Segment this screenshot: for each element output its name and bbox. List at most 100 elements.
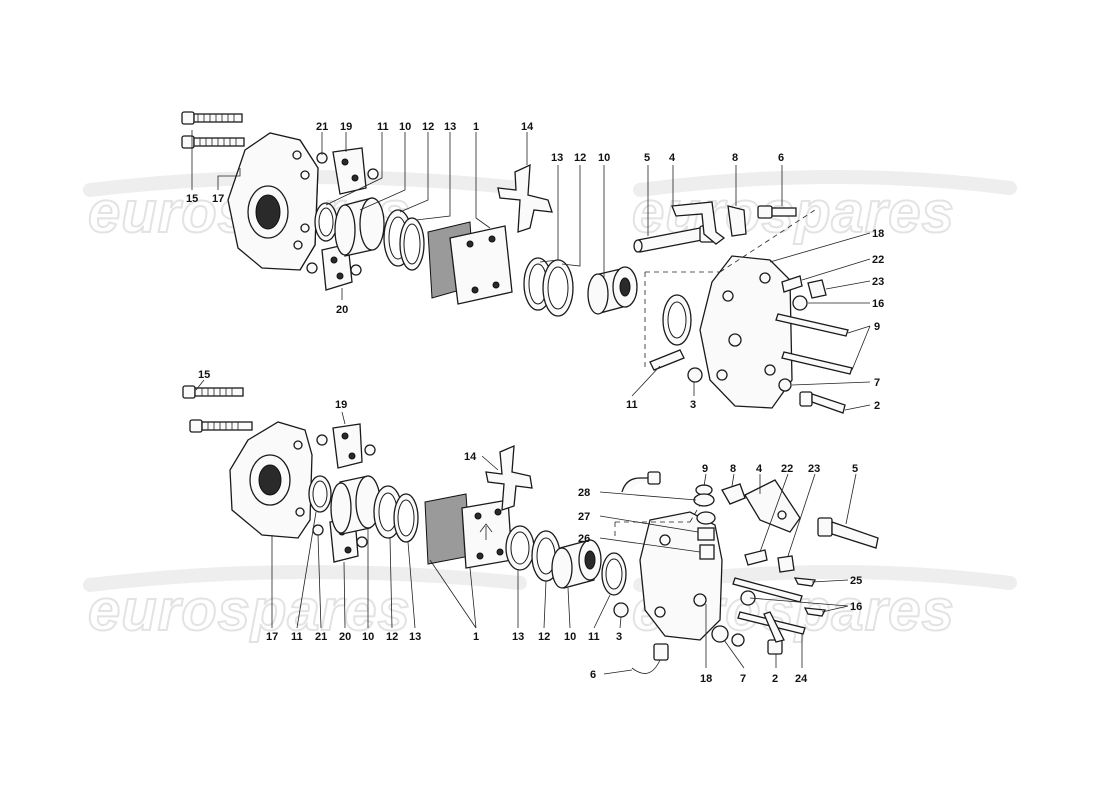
callout-t-17: 17 xyxy=(212,193,224,205)
callout-b-24: 24 xyxy=(795,673,808,685)
callout-t-16: 16 xyxy=(872,298,884,310)
callout-b-23: 23 xyxy=(808,463,820,475)
callout-t-21: 21 xyxy=(316,121,328,133)
callout-b-15: 15 xyxy=(198,369,210,381)
callout-b-2: 2 xyxy=(772,673,778,685)
piston-10-top-right xyxy=(587,266,638,315)
callout-b-27: 27 xyxy=(578,511,590,523)
nut-bottom xyxy=(740,590,756,606)
bolt-15-bottom xyxy=(182,385,253,433)
clip-16-bottom xyxy=(803,607,827,617)
caliper-half-17-bottom xyxy=(229,421,313,539)
washer-7-bottom xyxy=(711,625,745,647)
callout-b-26: 26 xyxy=(578,533,590,545)
callout-b-12b: 12 xyxy=(538,631,550,643)
callout-b-28: 28 xyxy=(578,487,590,499)
top-assembly xyxy=(181,111,853,414)
callout-t-11b: 11 xyxy=(626,399,638,411)
callout-b-22: 22 xyxy=(781,463,793,475)
callout-t-11a: 11 xyxy=(377,121,389,133)
callout-t-10a: 10 xyxy=(399,121,411,133)
callout-b-20: 20 xyxy=(339,631,351,643)
callout-b-11a: 11 xyxy=(291,631,303,643)
caliper-half-18-bottom xyxy=(639,511,723,641)
callout-b-18: 18 xyxy=(700,673,712,685)
brake-pipe-6-bottom xyxy=(631,643,669,674)
callout-t-10b: 10 xyxy=(598,152,610,164)
callout-t-3: 3 xyxy=(690,399,696,411)
retainer-13-bottom-left xyxy=(393,493,419,543)
callout-b-10a: 10 xyxy=(362,631,374,643)
callout-t-5: 5 xyxy=(644,152,650,164)
callout-t-9: 9 xyxy=(874,321,880,333)
cap-23-top xyxy=(807,279,827,299)
caliper-half-18-top xyxy=(699,255,793,409)
callout-b-8: 8 xyxy=(730,463,736,475)
callout-t-14: 14 xyxy=(521,121,534,133)
piston-10-bottom-right xyxy=(551,539,602,589)
bolt-15-top xyxy=(181,111,245,149)
callout-t-12a: 12 xyxy=(422,121,434,133)
watermark-bottom-left: eurospares xyxy=(88,578,411,643)
seal-ring-11-bottom-right xyxy=(601,552,627,596)
retaining-spring-14-bottom xyxy=(485,444,533,511)
assembly-guide-bottom xyxy=(614,504,701,540)
bottom-assembly xyxy=(182,385,879,674)
clip-8-bottom xyxy=(721,483,746,505)
washer-3-top xyxy=(687,367,703,383)
washer-7-top xyxy=(778,378,792,392)
callout-t-18: 18 xyxy=(872,228,884,240)
callout-b-6: 6 xyxy=(590,669,596,681)
bolt-6-top xyxy=(757,205,797,219)
callout-t-20: 20 xyxy=(336,304,348,316)
piston-10-top-left xyxy=(334,197,385,257)
cap-23-bottom xyxy=(777,555,795,573)
nut-16-top xyxy=(792,295,808,311)
nipple-22-bottom xyxy=(744,549,768,566)
pin-5-bottom xyxy=(817,517,879,549)
callout-b-9: 9 xyxy=(702,463,708,475)
callout-b-17: 17 xyxy=(266,631,278,643)
callout-b-3: 3 xyxy=(616,631,622,643)
callout-b-14: 14 xyxy=(464,451,477,463)
washer-3-bottom xyxy=(613,602,629,618)
callout-b-19: 19 xyxy=(335,399,347,411)
bolt-2-bottom xyxy=(763,611,785,655)
callout-b-4: 4 xyxy=(756,463,763,475)
callout-b-1: 1 xyxy=(473,631,479,643)
bolt-2-top xyxy=(799,391,846,414)
callout-t-13a: 13 xyxy=(444,121,456,133)
leader-lines xyxy=(191,130,871,675)
dust-boot-12-bottom-right xyxy=(531,530,561,582)
stud-9-top xyxy=(775,313,853,375)
callout-t-8: 8 xyxy=(732,152,738,164)
dust-boot-12-top-right xyxy=(542,259,574,317)
retainer-13-top-left xyxy=(399,217,425,271)
callout-b-11b: 11 xyxy=(588,631,600,643)
assembly-guide-top xyxy=(644,209,816,370)
bracket-8-top xyxy=(727,205,747,237)
shim-19-bottom xyxy=(316,423,376,469)
brake-pad-1-bottom xyxy=(424,493,513,569)
callout-t-4: 4 xyxy=(669,152,676,164)
nipple-22-top xyxy=(781,275,803,293)
callout-b-13a: 13 xyxy=(409,631,421,643)
callout-t-6: 6 xyxy=(778,152,784,164)
seal-ring-11-bottom-left xyxy=(308,475,332,513)
callout-b-25: 25 xyxy=(850,575,862,587)
callout-b-10b: 10 xyxy=(564,631,576,643)
callout-t-22: 22 xyxy=(872,254,884,266)
shim-19-top xyxy=(316,147,379,195)
washer-9-bottom xyxy=(693,484,715,507)
brake-pad-1-top xyxy=(427,221,513,305)
retainer-13-bottom-right xyxy=(505,525,535,571)
callout-b-7: 7 xyxy=(740,673,746,685)
callout-b-16: 16 xyxy=(850,601,862,613)
callout-b-13b: 13 xyxy=(512,631,524,643)
callout-t-13b: 13 xyxy=(551,152,563,164)
callout-numbers-bottom: 15 19 14 17 11 21 20 10 12 13 1 13 12 10… xyxy=(198,369,862,685)
callout-t-1: 1 xyxy=(473,121,479,133)
bleed-screw-top-right xyxy=(649,349,685,371)
clip-25-bottom xyxy=(793,577,817,587)
bracket-4-bottom xyxy=(744,479,801,533)
